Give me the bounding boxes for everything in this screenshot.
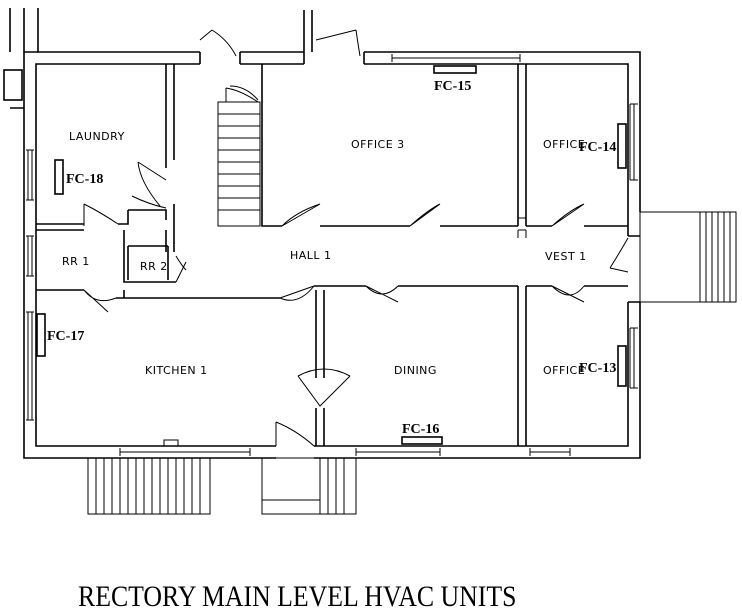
room-label-laundry: LAUNDRY — [69, 130, 125, 143]
room-label-dining: DINING — [394, 364, 437, 377]
room-label-vest-1: VEST 1 — [545, 250, 587, 263]
fc-14-unit-marker — [617, 123, 627, 169]
room-label-office-upper-right: OFFICE — [543, 138, 585, 151]
room-label-kitchen-1: KITCHEN 1 — [145, 364, 208, 377]
windows — [26, 54, 638, 456]
room-label-hall-1: HALL 1 — [290, 249, 332, 262]
fc-13-label: FC-13 — [579, 361, 616, 376]
room-label-rr-2: RR 2 — [140, 260, 168, 273]
fc-17-label: FC-17 — [47, 329, 84, 344]
fc-14-label: FC-14 — [579, 140, 616, 155]
fc-18-unit-marker — [54, 159, 64, 195]
room-label-office-3: OFFICE 3 — [351, 138, 405, 151]
fc-16-unit-marker — [401, 436, 443, 445]
fc-15-label: FC-15 — [434, 79, 471, 94]
room-label-office-lower-right: OFFICE — [543, 364, 585, 377]
drawing-title: RECTORY MAIN LEVEL HVAC UNITS — [78, 580, 516, 609]
room-label-rr-1: RR 1 — [62, 255, 90, 268]
fc-15-unit-marker — [433, 65, 477, 74]
fc-18-label: FC-18 — [66, 172, 103, 187]
fc-13-unit-marker — [617, 345, 627, 387]
fc-17-unit-marker — [36, 313, 46, 357]
exterior-walls — [3, 8, 641, 459]
steps — [87, 211, 737, 515]
doors — [83, 29, 629, 447]
fc-16-label: FC-16 — [402, 422, 439, 437]
interior-walls — [36, 64, 640, 446]
